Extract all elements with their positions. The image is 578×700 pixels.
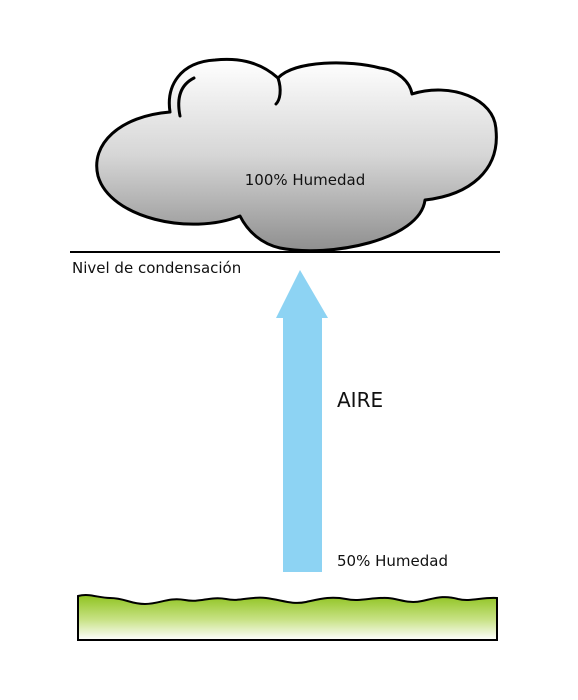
air-arrow: AIRE 50% Humedad <box>276 270 448 572</box>
up-arrow-icon <box>276 270 328 572</box>
air-label: AIRE <box>337 388 383 412</box>
condensation-level: Nivel de condensación <box>70 251 500 277</box>
ground-humidity-label: 50% Humedad <box>337 552 448 570</box>
cloud-inner-fold <box>177 76 196 118</box>
cloud-inner-bump <box>274 76 282 106</box>
cloud-humidity-label: 100% Humedad <box>245 171 366 189</box>
ground <box>77 594 498 641</box>
condensation-level-label: Nivel de condensación <box>72 259 241 277</box>
cloud: 100% Humedad <box>95 57 498 253</box>
ground-strip <box>77 594 498 641</box>
cloud-shape <box>95 57 498 253</box>
